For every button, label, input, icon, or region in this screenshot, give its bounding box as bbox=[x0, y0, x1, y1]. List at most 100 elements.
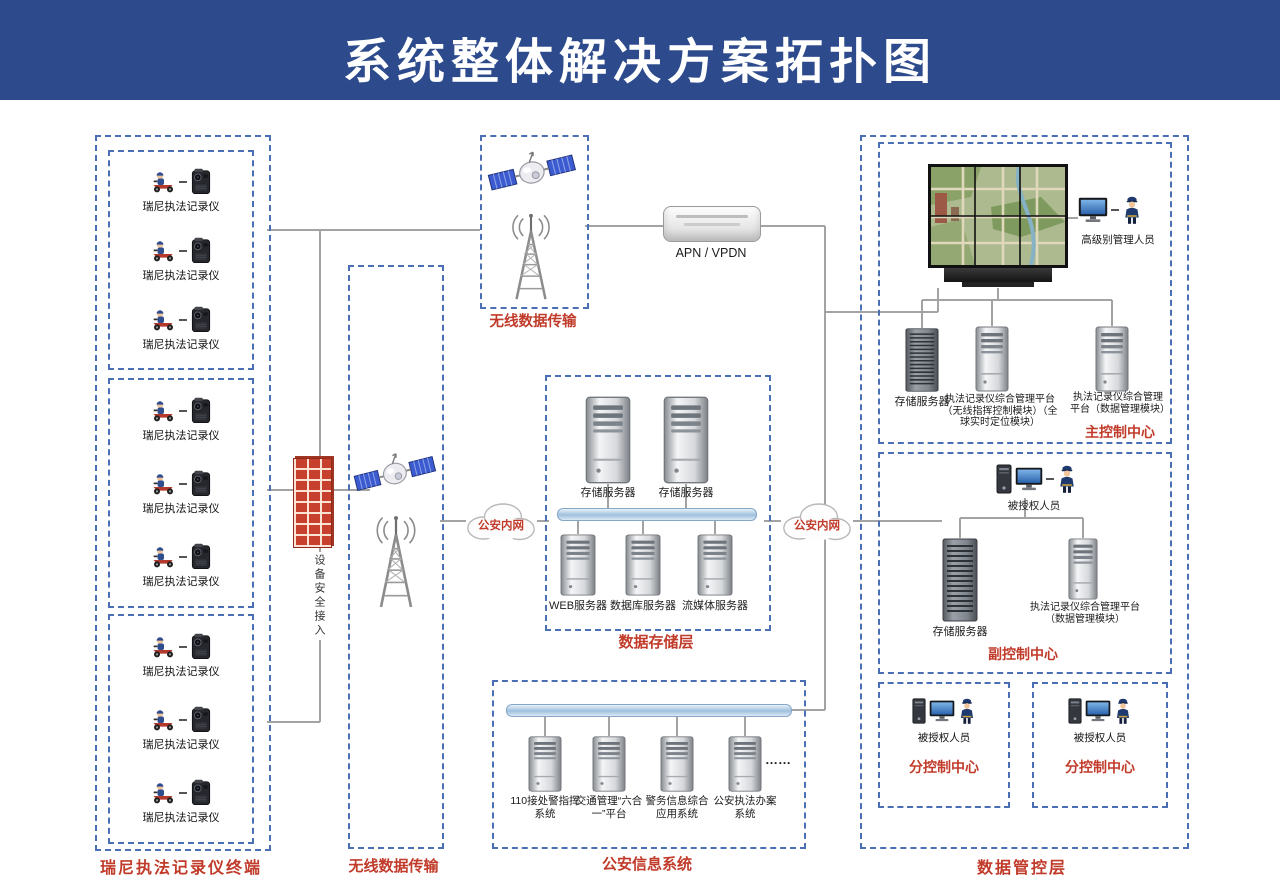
connector-dash bbox=[179, 555, 187, 558]
storage-layer-zone bbox=[545, 375, 771, 631]
info-system-label: 公安执法办案系统 bbox=[713, 795, 777, 820]
control-layer-label: 数据管控层 bbox=[976, 860, 1067, 877]
police-officer-icon bbox=[958, 698, 976, 724]
storage-server-icon bbox=[585, 396, 631, 484]
recorder-item-label: 瑞尼执法记录仪 bbox=[142, 269, 220, 282]
intranet-cloud-label: 公安内网 bbox=[478, 519, 524, 532]
monitor-icon bbox=[1015, 467, 1043, 491]
recorder-item: 瑞尼执法记录仪 bbox=[143, 706, 220, 752]
body-camera-icon bbox=[190, 237, 212, 265]
recorder-icons bbox=[150, 470, 212, 498]
connector-dash bbox=[179, 180, 187, 183]
recorder-item: 瑞尼执法记录仪 bbox=[143, 633, 220, 679]
main-center-label: 主控制中心 bbox=[1085, 424, 1155, 440]
sub-center-zone bbox=[878, 452, 1172, 674]
monitor-icon bbox=[1085, 700, 1111, 722]
recorder-item-label: 瑞尼执法记录仪 bbox=[142, 575, 220, 588]
info-system-label: 110接处警指挥系统 bbox=[510, 795, 580, 820]
recorder-icons bbox=[150, 633, 212, 661]
connector-dash bbox=[179, 482, 187, 485]
police-officer-icon bbox=[1122, 196, 1142, 224]
info-system-server-icon bbox=[660, 736, 694, 792]
recorder-group-1: 瑞尼执法记录仪 瑞尼执法记录仪 瑞尼执法记录仪 bbox=[108, 150, 254, 370]
ellipsis: …… bbox=[765, 752, 791, 767]
recorder-icons bbox=[150, 306, 212, 334]
video-wall bbox=[928, 164, 1068, 268]
platform-server-icon bbox=[1068, 538, 1098, 600]
video-wall-foot bbox=[962, 282, 1034, 287]
body-camera-icon bbox=[190, 306, 212, 334]
secure-access-label: 设备安全接入 bbox=[311, 552, 327, 640]
router-slot bbox=[684, 223, 740, 226]
pc-tower-icon bbox=[1068, 698, 1082, 724]
recorder-icons bbox=[150, 779, 212, 807]
storage-server-label: 存储服务器 bbox=[580, 487, 636, 499]
storage-server-label: 存储服务器 bbox=[658, 487, 714, 499]
network-bus bbox=[506, 704, 792, 717]
monitor-icon bbox=[1078, 197, 1108, 223]
body-camera-icon bbox=[190, 706, 212, 734]
control-layer-zone bbox=[860, 135, 1189, 849]
admin-label: 高级别管理人员 bbox=[1081, 234, 1155, 246]
police-motorcycle-icon bbox=[150, 782, 176, 804]
apn-label: APN / VPDN bbox=[675, 246, 747, 260]
rack-storage-icon bbox=[905, 328, 939, 392]
router-slot bbox=[676, 215, 748, 218]
police-motorcycle-icon bbox=[150, 240, 176, 262]
body-camera-icon bbox=[190, 397, 212, 425]
police-motorcycle-icon bbox=[150, 546, 176, 568]
police-info-label: 公安信息系统 bbox=[601, 856, 692, 873]
recorder-item-label: 瑞尼执法记录仪 bbox=[142, 502, 220, 515]
sub-center-label: 副控制中心 bbox=[988, 646, 1058, 662]
info-system-server-icon bbox=[592, 736, 626, 792]
body-camera-icon bbox=[190, 168, 212, 196]
sub-storage-label: 存储服务器 bbox=[932, 626, 988, 638]
terminal-zone-label: 瑞尼执法记录仪终端 bbox=[99, 860, 262, 877]
recorder-group-2: 瑞尼执法记录仪 瑞尼执法记录仪 瑞尼执法记录仪 bbox=[108, 378, 254, 608]
video-wall-stand bbox=[944, 268, 1052, 282]
map-display-icon bbox=[931, 167, 1065, 265]
connector-dash bbox=[179, 791, 187, 794]
body-camera-icon bbox=[190, 779, 212, 807]
database-server-label: 数据库服务器 bbox=[610, 600, 676, 612]
wireless-mid-label: 无线数据传输 bbox=[348, 858, 439, 875]
police-motorcycle-icon bbox=[150, 309, 176, 331]
authorized-workstation bbox=[1068, 698, 1132, 724]
info-system-label: 警务信息综合应用系统 bbox=[645, 795, 709, 820]
satellite-icon bbox=[486, 138, 578, 208]
network-bus bbox=[557, 508, 757, 521]
firewall-icon bbox=[293, 458, 332, 548]
wireless-top-zone bbox=[480, 135, 589, 309]
police-officer-icon bbox=[1114, 698, 1132, 724]
police-officer-icon bbox=[1057, 465, 1077, 493]
recorder-icons bbox=[150, 237, 212, 265]
platform2-label: 执法记录仪综合管理平台（数据管理模块） bbox=[1070, 392, 1170, 415]
authorized-workstation bbox=[996, 464, 1077, 494]
recorder-item: 瑞尼执法记录仪 bbox=[143, 779, 220, 825]
branch-center-1: 被授权人员 分控制中心 bbox=[878, 682, 1010, 808]
authorized-label: 被授权人员 bbox=[1007, 500, 1061, 512]
antenna-tower-icon bbox=[504, 210, 558, 302]
info-system-label: 交通管理“六合一”平台 bbox=[575, 795, 643, 820]
wireless-mid-zone bbox=[348, 265, 444, 849]
web-server-label: WEB服务器 bbox=[548, 600, 608, 612]
branch-center-2: 被授权人员 分控制中心 bbox=[1032, 682, 1168, 808]
recorder-icons bbox=[150, 543, 212, 571]
connector-dash bbox=[1111, 209, 1119, 211]
recorder-item-label: 瑞尼执法记录仪 bbox=[142, 200, 220, 213]
antenna-tower-icon bbox=[368, 512, 424, 610]
monitor-icon bbox=[929, 700, 955, 722]
police-motorcycle-icon bbox=[150, 636, 176, 658]
connector-dash bbox=[179, 718, 187, 721]
info-system-server-icon bbox=[528, 736, 562, 792]
recorder-item: 瑞尼执法记录仪 bbox=[143, 543, 220, 589]
storage-layer-label: 数据存储层 bbox=[618, 634, 694, 651]
platform1-label: 执法记录仪综合管理平台（无线指挥控制模块）（全球实时定位模块） bbox=[942, 394, 1058, 428]
police-motorcycle-icon bbox=[150, 709, 176, 731]
police-info-zone bbox=[492, 680, 806, 849]
info-system-server-icon bbox=[728, 736, 762, 792]
rack-storage-icon bbox=[942, 538, 978, 622]
recorder-item-label: 瑞尼执法记录仪 bbox=[142, 666, 220, 679]
